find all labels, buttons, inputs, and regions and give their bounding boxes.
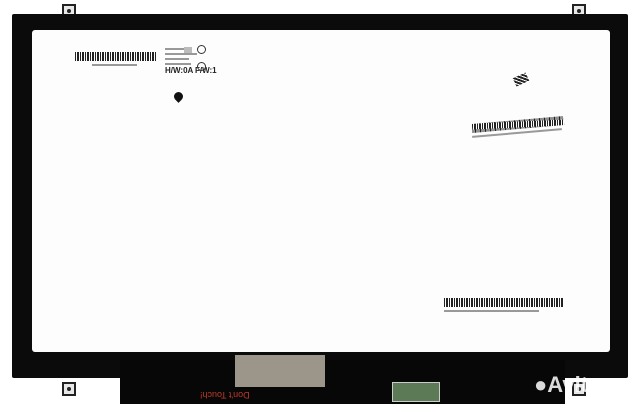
label-text — [165, 58, 189, 60]
label-text — [165, 63, 191, 65]
barcode — [444, 298, 564, 307]
qr-code — [512, 72, 530, 87]
ul-mark-icon — [197, 45, 206, 54]
barcode-caption — [444, 310, 539, 312]
ribbon-connector — [392, 382, 440, 402]
bottom-strip — [120, 360, 565, 404]
mounting-tab — [572, 382, 586, 396]
label-text — [165, 48, 189, 50]
recycle-mark-icon — [197, 62, 206, 71]
mounting-tab — [62, 382, 76, 396]
barcode-caption — [92, 64, 137, 66]
fw-version: F/W:1 — [195, 66, 217, 75]
lcd-backplate: H/W:0A F/W:1 — [32, 30, 610, 352]
label-text — [165, 53, 197, 55]
hw-version: H/W:0A — [165, 66, 194, 75]
watermark-logo: ●Avito — [534, 372, 602, 397]
warning-text: Don't Touch! — [200, 390, 250, 400]
barcode — [75, 52, 157, 61]
ul-label — [184, 47, 192, 53]
tape-strip — [235, 355, 325, 387]
